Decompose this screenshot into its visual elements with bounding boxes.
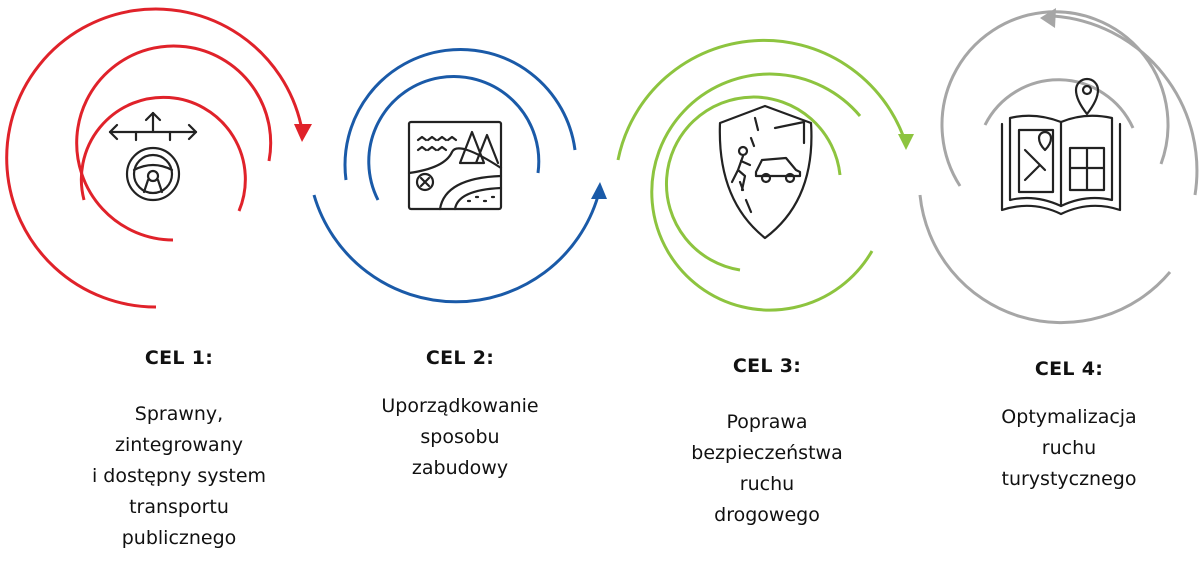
goal-3-line: drogowego bbox=[714, 504, 820, 526]
goal-1-outer-arc bbox=[5, 7, 303, 309]
goal-4-outer-arc bbox=[1052, 14, 1199, 196]
goal-4-line: ruchu bbox=[1041, 437, 1097, 459]
goal-4-arrowhead bbox=[1040, 8, 1056, 28]
goal-3-heading: CEL 3: bbox=[732, 355, 802, 377]
goal-1-line: i dostępny system bbox=[91, 465, 267, 487]
land-plan-map-icon bbox=[407, 120, 503, 211]
goal-3-text-block: CEL 3: Poprawa bezpieczeństwa ruchu drog… bbox=[647, 355, 887, 531]
goal-4-small-arc bbox=[983, 78, 1135, 129]
goal-3-line: Poprawa bbox=[726, 411, 808, 433]
goal-1-inner-arc bbox=[79, 95, 247, 212]
goal-1-line: transportu bbox=[129, 496, 229, 518]
goal-2-text-block: CEL 2: Uporządkowanie sposobu zabudowy bbox=[340, 347, 580, 484]
goal-3-outer-arc bbox=[616, 38, 907, 161]
goal-3-middle-arc bbox=[650, 72, 874, 312]
goal-1-line: publicznego bbox=[121, 527, 237, 549]
goal-2-description: Uporządkowanie sposobu zabudowy bbox=[340, 391, 580, 484]
goal-2-inner-arc bbox=[367, 75, 541, 201]
goal-4-inner-arc bbox=[918, 194, 1172, 325]
goal-4-rings bbox=[918, 10, 1199, 325]
goal-1-text-block: CEL 1: Sprawny, zintegrowany i dostępny … bbox=[59, 347, 299, 554]
goal-3-rings bbox=[616, 38, 907, 312]
goal-1-middle-arc bbox=[75, 44, 273, 242]
goal-3-arrowhead bbox=[898, 134, 914, 150]
goal-4-heading: CEL 4: bbox=[1034, 358, 1104, 380]
goal-1-description: Sprawny, zintegrowany i dostępny system … bbox=[59, 399, 299, 554]
goal-3-line: ruchu bbox=[739, 473, 795, 495]
goal-4-description: Optymalizacja ruchu turystycznego bbox=[949, 402, 1189, 495]
goal-2-line: zabudowy bbox=[411, 457, 509, 479]
goal-1-line: zintegrowany bbox=[115, 434, 243, 456]
goal-4-middle-arc bbox=[940, 10, 1170, 187]
goal-2-arrowhead bbox=[591, 182, 607, 199]
goal-4-line: turystycznego bbox=[1001, 468, 1137, 490]
goal-2-line: Uporządkowanie bbox=[381, 395, 539, 417]
goal-4-line: Optymalizacja bbox=[1001, 406, 1137, 428]
goal-1-line: Sprawny, bbox=[134, 403, 224, 425]
goal-1-heading: CEL 1: bbox=[144, 347, 214, 369]
goal-3-line: bezpieczeństwa bbox=[691, 442, 843, 464]
goal-2-outer-arc bbox=[312, 194, 600, 304]
goal-2-rings bbox=[312, 48, 600, 304]
goal-2-middle-arc bbox=[343, 48, 577, 181]
goal-2-line: sposobu bbox=[420, 426, 500, 448]
steering-wheel-directions-icon bbox=[108, 111, 198, 202]
goal-1-rings bbox=[5, 7, 303, 309]
road-safety-shield-icon bbox=[718, 104, 813, 240]
goal-3-inner-arc bbox=[664, 95, 842, 272]
tourist-map-book-icon bbox=[1000, 77, 1122, 216]
goal-1-arrowhead bbox=[294, 124, 312, 142]
goal-3-description: Poprawa bezpieczeństwa ruchu drogowego bbox=[647, 407, 887, 531]
goal-4-text-block: CEL 4: Optymalizacja ruchu turystycznego bbox=[949, 358, 1189, 495]
goal-2-heading: CEL 2: bbox=[425, 347, 495, 369]
